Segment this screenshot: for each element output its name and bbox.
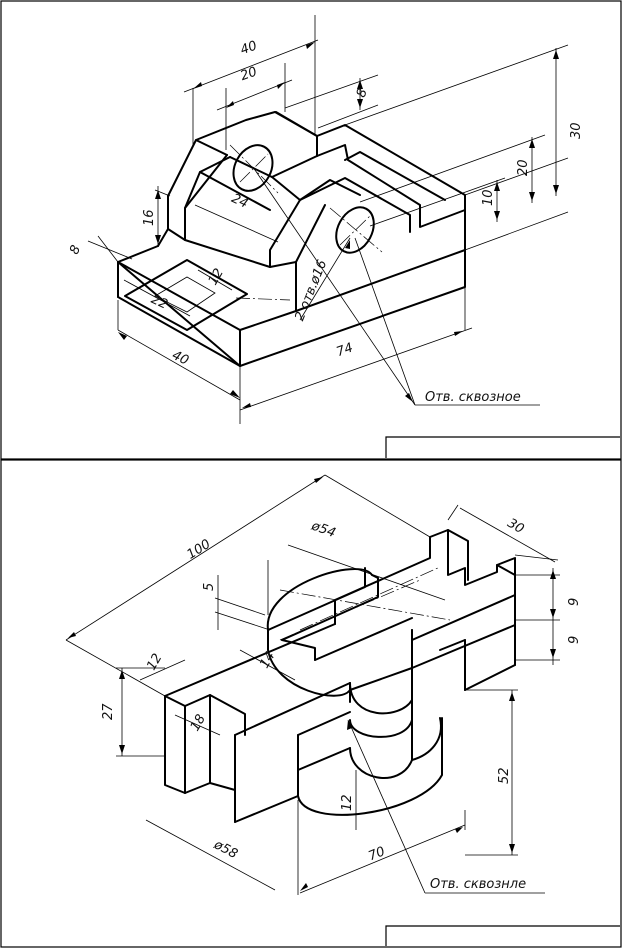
dim-20-top: 20 — [238, 64, 259, 84]
dim-70: 70 — [366, 844, 387, 864]
dim-12: 12 — [206, 266, 227, 288]
dim-30-2: 30 — [505, 516, 527, 537]
dim-16: 16 — [142, 209, 157, 226]
note-through-hole-2: Отв. сквознле — [430, 877, 526, 892]
dim-52: 52 — [497, 767, 512, 784]
dim-22: 22 — [149, 292, 170, 313]
dim-holes: 2 отв.ø16 — [292, 258, 330, 323]
dim-9a: 9 — [567, 598, 582, 606]
dim-8-left: 8 — [67, 243, 84, 257]
dim-10: 10 — [481, 189, 496, 206]
arrowheads-2 — [68, 477, 556, 891]
dim-12a: 12 — [144, 651, 165, 673]
housing — [164, 623, 351, 823]
base-plate — [117, 245, 466, 367]
dim-5: 5 — [202, 583, 217, 591]
cylinder-lower — [297, 667, 443, 816]
cylinder-top — [266, 567, 413, 697]
right-frame — [334, 529, 516, 691]
dim-54: ø54 — [308, 518, 337, 541]
note-through-hole-1: Отв. сквозное — [425, 390, 521, 405]
title-block-bottom — [385, 925, 620, 946]
dim-18: 18 — [188, 712, 209, 734]
dim-27: 27 — [101, 703, 116, 720]
dimension-lines-2 — [65, 474, 560, 895]
dimension-labels-2: 100 ø54 30 5 9 9 12 27 18 14 52 12 ø58 7… — [101, 516, 582, 892]
center-lines-2 — [279, 566, 451, 641]
dim-24: 24 — [229, 191, 250, 212]
plate-slot — [124, 259, 248, 331]
dim-58: ø58 — [210, 837, 240, 862]
dim-14: 14 — [257, 649, 278, 671]
drawing-1: 40 20 8 30 20 10 16 24 8 12 22 40 74 2 о… — [67, 15, 584, 424]
dim-74: 74 — [334, 340, 355, 360]
dim-12b: 12 — [340, 794, 355, 811]
center-lines — [229, 144, 383, 301]
dim-40-bottom: 40 — [170, 348, 191, 369]
arrowheads — [118, 42, 559, 408]
right-block — [184, 124, 466, 268]
drawing-2: 100 ø54 30 5 9 9 12 27 18 14 52 12 ø58 7… — [65, 474, 582, 895]
dim-100: 100 — [184, 537, 213, 563]
dim-30: 30 — [569, 122, 584, 139]
dim-9b: 9 — [567, 636, 582, 644]
dim-20-right: 20 — [516, 159, 531, 176]
dimension-lines — [87, 15, 569, 424]
dim-40-top: 40 — [238, 38, 259, 58]
title-block-top — [385, 436, 620, 458]
